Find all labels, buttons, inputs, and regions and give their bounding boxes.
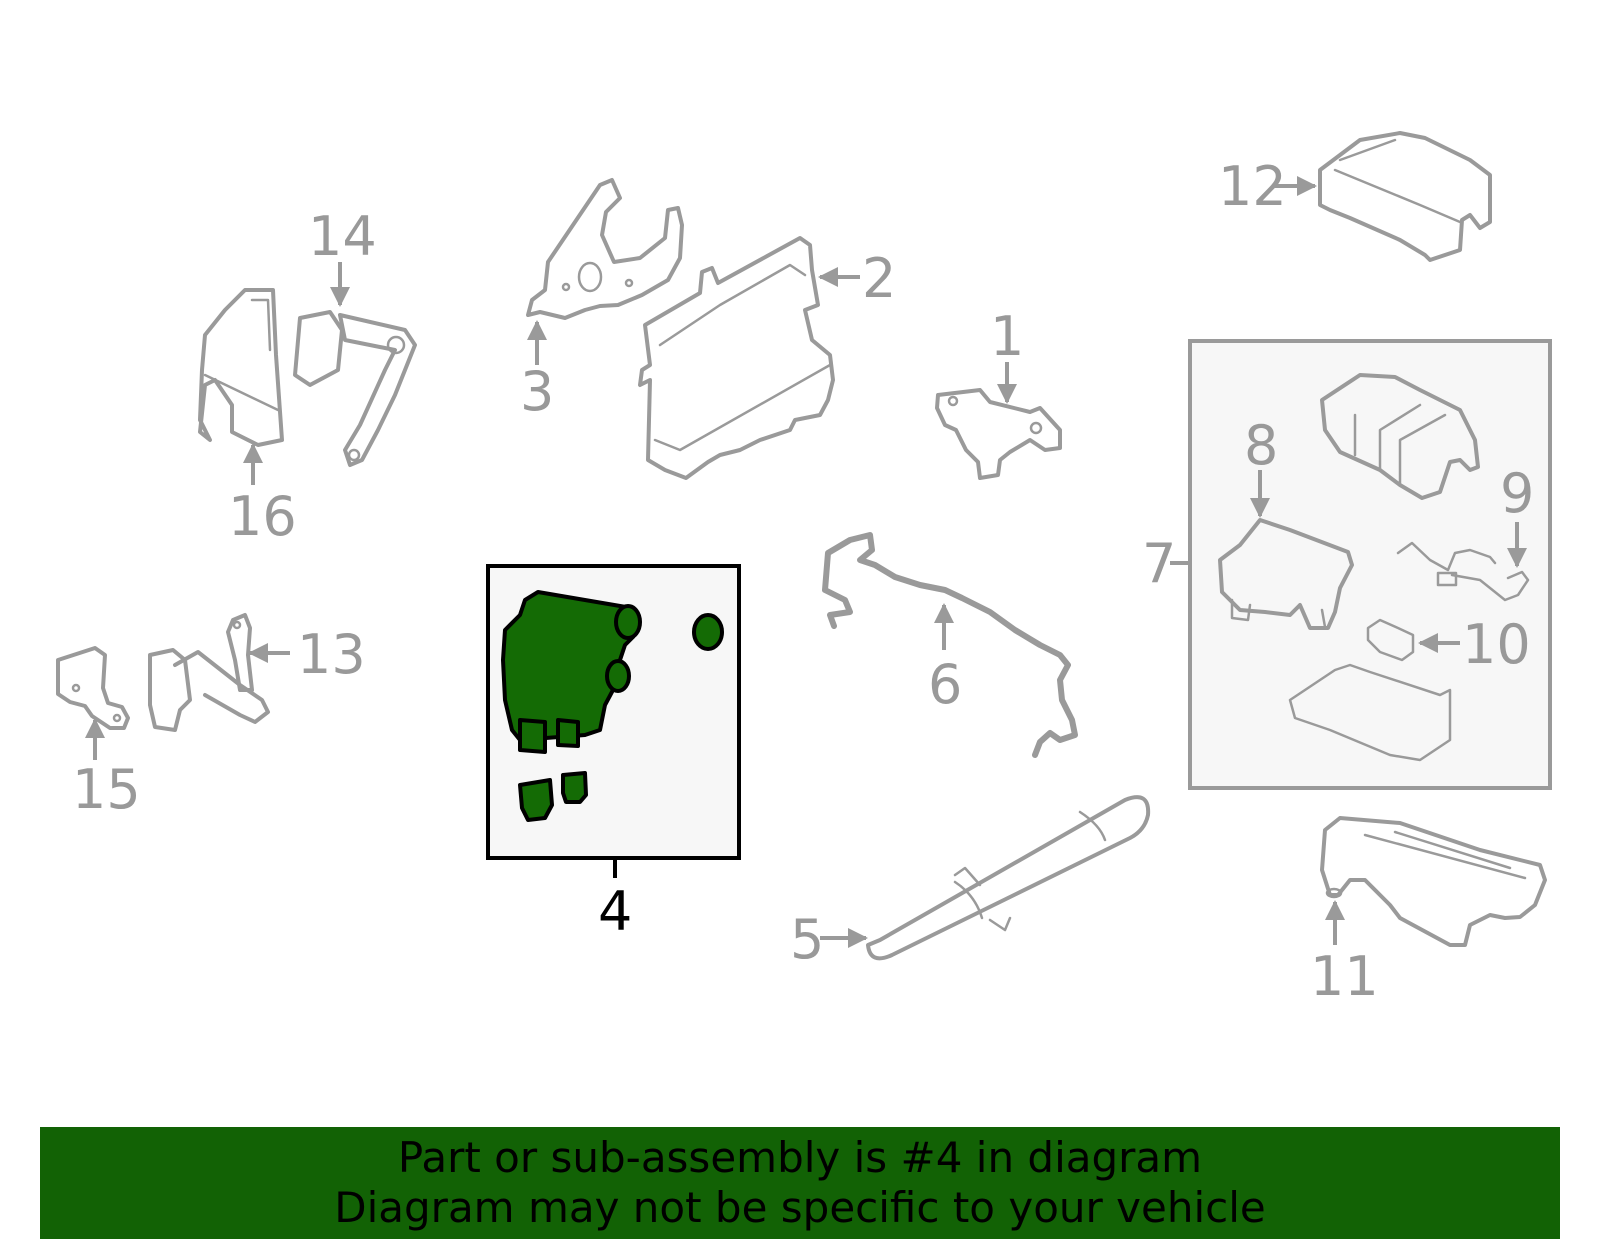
info-banner: Part or sub-assembly is #4 in diagram Di…	[40, 1127, 1560, 1239]
part-12-cover[interactable]	[1318, 131, 1492, 262]
callout-13[interactable]: 13	[297, 623, 366, 686]
part-13-height-sensor[interactable]	[148, 613, 270, 732]
part-1-bracket[interactable]	[935, 388, 1062, 480]
part-16-bracket[interactable]	[198, 288, 284, 447]
part-14-height-sensor[interactable]	[293, 310, 417, 467]
callout-11[interactable]: 11	[1310, 945, 1379, 1008]
part-3-bracket[interactable]	[526, 178, 684, 320]
part-8-compressor[interactable]	[1218, 518, 1354, 630]
callout-9[interactable]: 9	[1500, 462, 1534, 525]
part-4-highlight-box[interactable]	[486, 564, 741, 860]
callout-2[interactable]: 2	[862, 247, 896, 310]
part-9-harness[interactable]	[1396, 541, 1530, 602]
part-2-control-module[interactable]	[638, 236, 835, 480]
part-6-air-line[interactable]	[822, 532, 1078, 758]
callout-14[interactable]: 14	[308, 205, 377, 268]
callout-12[interactable]: 12	[1218, 155, 1287, 218]
part-5-reservoir[interactable]	[866, 795, 1151, 961]
banner-line-1: Part or sub-assembly is #4 in diagram	[397, 1133, 1203, 1182]
part-10-valve[interactable]	[1366, 618, 1415, 662]
banner-line-2: Diagram may not be specific to your vehi…	[334, 1183, 1266, 1232]
callout-15[interactable]: 15	[72, 758, 141, 821]
part-4-fitting-2	[561, 771, 588, 804]
callout-5[interactable]: 5	[790, 908, 824, 971]
callout-7[interactable]: 7	[1142, 532, 1176, 595]
callout-4[interactable]: 4	[598, 880, 632, 943]
part-15-bracket[interactable]	[56, 646, 130, 730]
part-11-mount-bracket[interactable]	[1320, 816, 1547, 947]
callout-3[interactable]: 3	[520, 360, 554, 423]
part-4-fitting-1	[518, 778, 554, 822]
callout-10[interactable]: 10	[1462, 613, 1531, 676]
callout-8[interactable]: 8	[1244, 414, 1278, 477]
callout-6[interactable]: 6	[928, 653, 962, 716]
callout-16[interactable]: 16	[228, 485, 297, 548]
part-7-compressor-cover[interactable]	[1320, 373, 1480, 500]
part-7-assembly-box[interactable]	[1188, 339, 1552, 790]
part-7-base-tray[interactable]	[1288, 663, 1452, 762]
callout-1[interactable]: 1	[990, 305, 1024, 368]
